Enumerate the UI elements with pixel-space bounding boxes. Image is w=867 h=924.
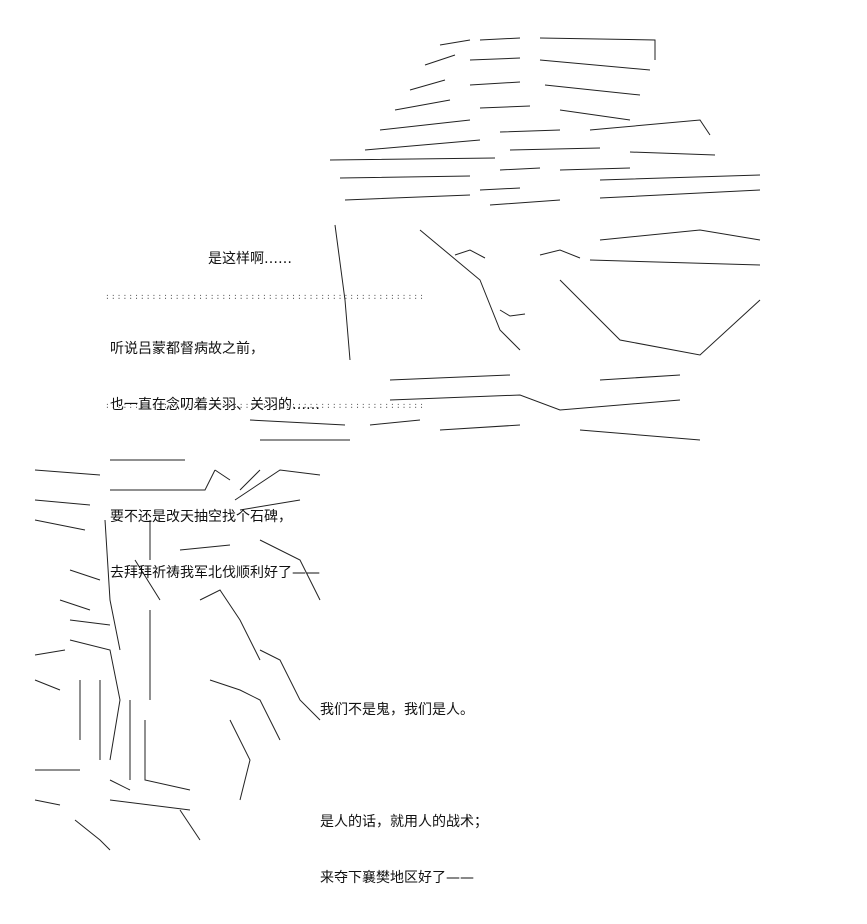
narration-line: 也一直在念叨着关羽、关羽的…… [110,397,320,413]
bottom-line: 来夺下襄樊地区好了—— [320,870,474,886]
narration-line [110,451,320,471]
narration-line: 要不还是改天抽空找个石碑， [110,509,292,525]
top-figure-art [34,37,761,851]
bottom-line [320,756,488,776]
narration-box-border: ::::::::::::::::::::::::::::::::::::::::… [105,401,425,410]
narration-box-border: ::::::::::::::::::::::::::::::::::::::::… [105,292,425,301]
narration-line: 听说吕蒙都督病故之前， [110,341,264,357]
top-narration: 听说吕蒙都督病故之前， 也一直在念叨着关羽、关羽的…… 要不还是改天抽空找个石碑… [110,303,320,619]
bottom-line: 我们不是鬼，我们是人。 [320,702,474,718]
page-canvas: ::::::::::::::::::::::::::::::::::::::::… [34,37,761,886]
narration-line: 去拜拜祈祷我军北伐顺利好了—— [110,565,320,581]
top-speech-text: 是这样啊…… [208,251,292,267]
bottom-line: 是人的话，就用人的战术； [320,814,488,830]
bottom-panel-text: 我们不是鬼，我们是人。 是人的话，就用人的战术； 来夺下襄樊地区好了—— [320,664,488,924]
